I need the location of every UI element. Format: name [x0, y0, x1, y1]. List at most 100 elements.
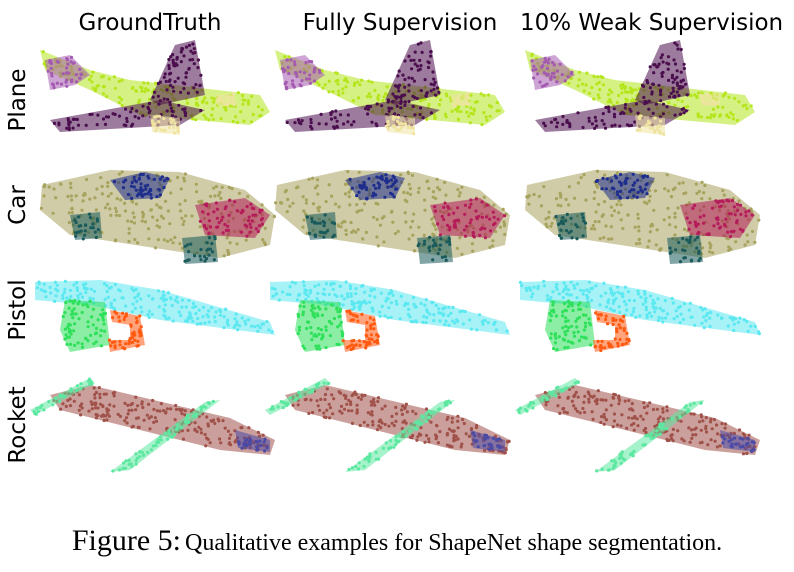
car-body-fully-supervision-point	[382, 240, 386, 244]
pistol-barrel-fully-supervision-point	[425, 308, 429, 312]
pistol-barrel-groundtruth-point	[207, 309, 211, 313]
pistol-barrel-fully-supervision-point	[481, 322, 485, 326]
car-roof-fully-supervision-point	[469, 202, 473, 206]
car-body-fully-supervision-point	[361, 237, 365, 241]
plane-wing-top-groundtruth-point	[187, 66, 191, 70]
rocket-fin-groundtruth-point	[130, 464, 134, 468]
rocket-body-fully-supervision-point	[369, 403, 374, 407]
car-body-weak-supervision-point	[559, 204, 563, 208]
pistol-trigger-fully-supervision-point	[349, 312, 353, 316]
rocket-body-fully-supervision-point	[369, 412, 373, 416]
pistol-barrel-weak-supervision-point	[636, 289, 640, 293]
pistol-barrel-weak-supervision-point	[705, 313, 709, 317]
pistol-trigger-fully-supervision-point	[360, 312, 364, 316]
rocket-fin-groundtruth-point	[187, 420, 191, 424]
car-roof-groundtruth-point	[249, 225, 253, 229]
rocket-body-fully-supervision-point	[419, 433, 423, 437]
pistol-barrel-weak-supervision-point	[617, 305, 621, 309]
car-body-fully-supervision-point	[460, 252, 464, 256]
plane-wing-bottom-groundtruth-point	[129, 110, 133, 114]
plane-tail-groundtruth-point	[46, 69, 50, 73]
car-body-fully-supervision-point	[434, 196, 438, 201]
car-body-groundtruth-point	[181, 222, 185, 227]
rocket-body-fully-supervision-point	[435, 423, 439, 428]
car-window-weak-supervision-point	[623, 181, 627, 185]
pistol-barrel-groundtruth-point	[76, 294, 80, 298]
pistol-handle-groundtruth-point	[86, 339, 90, 343]
car-roof-fully-supervision-point	[455, 206, 460, 210]
car-body-fully-supervision-point	[291, 201, 295, 205]
rocket-tip-groundtruth-point	[248, 442, 253, 446]
car-window-fully-supervision-point	[395, 187, 399, 191]
plane-body-groundtruth-point	[131, 86, 135, 90]
car-window-groundtruth-point	[149, 193, 153, 197]
plane-body-weak-supervision-point	[530, 53, 534, 58]
rocket-body-groundtruth-point	[101, 404, 105, 409]
rocket-nose-fin-weak-supervision-point	[531, 406, 535, 410]
plane-engine-fully-supervision-point	[386, 120, 390, 124]
plane-body-groundtruth-point	[144, 87, 148, 91]
plane-wing-bottom-weak-supervision-point	[593, 115, 597, 119]
plane-tail-weak-supervision-point	[545, 66, 550, 71]
car-body-weak-supervision-point	[750, 229, 755, 233]
plane-wing-bottom-weak-supervision-point	[612, 107, 616, 111]
plane-wing-bottom-groundtruth-point	[73, 117, 77, 121]
rocket-body-weak-supervision-point	[582, 400, 586, 404]
rocket-body-weak-supervision-point	[601, 398, 605, 402]
pistol-barrel-weak-supervision-point	[587, 290, 591, 294]
pistol-handle-weak-supervision-point	[567, 326, 571, 330]
car-body-weak-supervision-point	[673, 211, 677, 215]
car-wheel-front-fully-supervision-point	[308, 231, 312, 235]
plane-body-fully-supervision-point	[473, 100, 477, 104]
rocket-fin-groundtruth-point	[173, 433, 177, 437]
car-body-weak-supervision-point	[593, 190, 597, 194]
plane-body-weak-supervision-point	[731, 117, 736, 121]
pistol-barrel-fully-supervision-point	[453, 321, 457, 325]
car-body-fully-supervision-point	[458, 236, 462, 240]
car-body-groundtruth-point	[213, 194, 217, 198]
car-body-weak-supervision-point	[636, 212, 640, 216]
pistol-trigger-fully-supervision-point	[358, 343, 362, 348]
pistol-barrel-fully-supervision-point	[357, 300, 361, 304]
car-body-groundtruth-point	[42, 194, 46, 198]
pistol-barrel-fully-supervision-point	[380, 304, 384, 308]
plane-engine2-weak-supervision-point	[708, 94, 712, 99]
rocket-fin-fully-supervision	[345, 399, 455, 472]
car-wheel-back-weak-supervision-point	[668, 251, 672, 255]
car-body-weak-supervision-point	[757, 218, 761, 222]
plane-wing-top-weak-supervision-point	[685, 93, 689, 97]
car-window-fully-supervision-point	[372, 191, 376, 195]
plane-body-weak-supervision-point	[695, 95, 699, 99]
car-body-groundtruth-point	[47, 185, 51, 189]
pistol-handle-groundtruth-point	[71, 301, 75, 305]
rocket-tip-fully-supervision-point	[483, 437, 487, 441]
rocket-fin-weak-supervision-point	[658, 432, 662, 436]
car-body-groundtruth-point	[69, 194, 73, 198]
rocket-fin-groundtruth-point	[167, 429, 171, 433]
car-window-groundtruth-point	[141, 188, 145, 192]
car-wheel-back-fully-supervision-point	[428, 235, 432, 239]
pistol-barrel-groundtruth-point	[133, 306, 137, 310]
car-body-weak-supervision-point	[722, 193, 726, 197]
pistol-trigger-weak-supervision-point	[604, 314, 608, 318]
rocket-body-weak-supervision-point	[641, 417, 645, 421]
rocket-nose-fin-groundtruth-point	[42, 408, 46, 412]
rocket-nose-fin-fully-supervision-point	[269, 407, 273, 411]
pistol-barrel-weak-supervision-point	[567, 288, 571, 292]
car-window-groundtruth-point	[162, 185, 166, 190]
rocket-fin-fully-supervision-point	[394, 443, 398, 447]
pistol-handle-fully-supervision-point	[302, 305, 306, 309]
plane-body-groundtruth-point	[143, 89, 147, 94]
rocket-body-fully-supervision-point	[362, 420, 366, 424]
plane-wing-bottom-weak-supervision-point	[633, 120, 637, 124]
pistol-barrel-weak-supervision-point	[643, 292, 647, 296]
pistol-barrel-weak-supervision-point	[702, 326, 706, 330]
pistol-trigger-fully-supervision-point	[345, 345, 349, 350]
rocket-body-weak-supervision-point	[565, 411, 569, 415]
plane-wing-top-weak-supervision-point	[659, 99, 663, 103]
rocket-nose-fin-fully-supervision-fill	[265, 378, 330, 415]
rocket-body-weak-supervision-point	[572, 404, 576, 408]
rocket-tip-weak-supervision-point	[752, 448, 756, 452]
plane-body-fully-supervision-point	[327, 90, 331, 94]
plane-engine-weak-supervision-point	[662, 132, 666, 136]
